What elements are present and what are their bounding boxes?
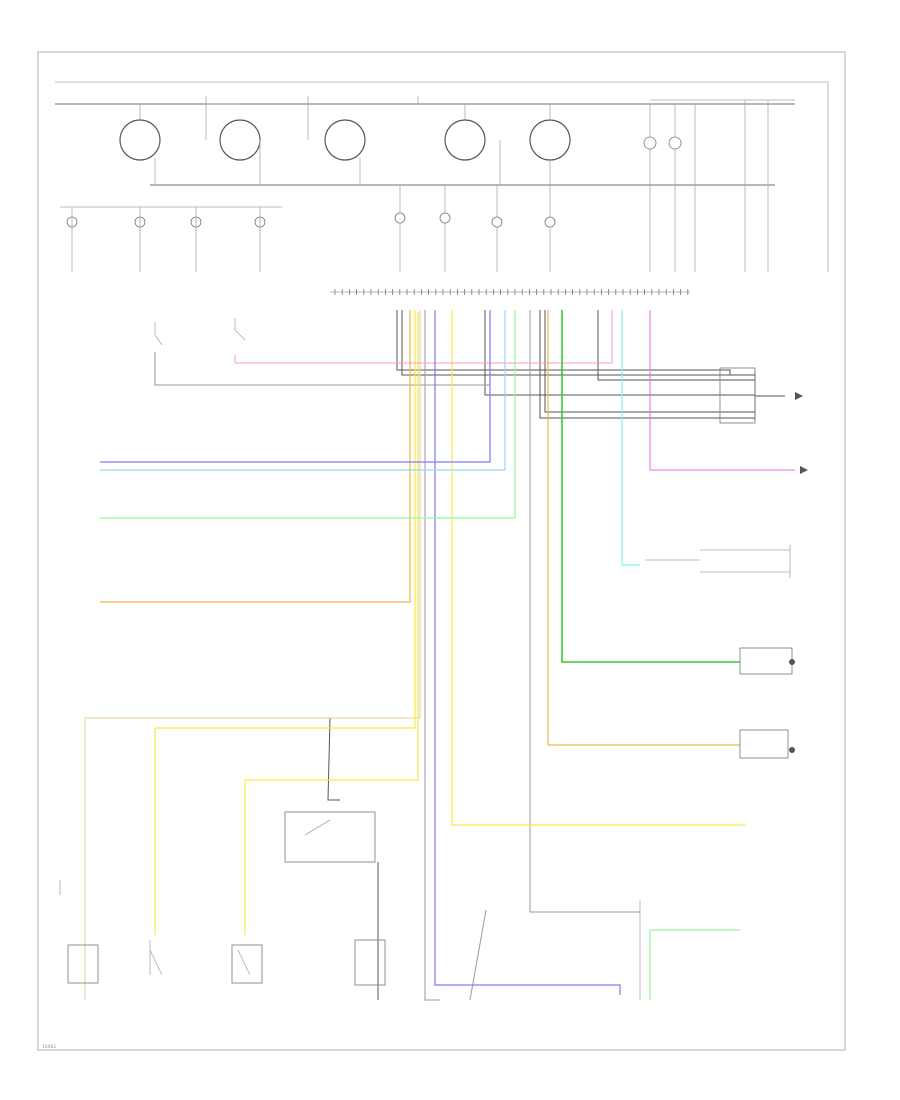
light-blue-wire [100, 310, 506, 471]
seat-belt-switch-icon [231, 944, 263, 984]
tan-wire [84, 310, 421, 1000]
engine-coolant-temp-sensor-icon [739, 647, 793, 675]
dark-blue-wires [100, 310, 621, 995]
cluster-connector-icon [330, 289, 690, 295]
park-brake-switch-icon [154, 322, 163, 346]
ignition-switch-icon [284, 811, 376, 863]
ect-sensor-ground-icon [789, 659, 795, 665]
light-green-wires [100, 310, 740, 1000]
voltmeter-gauge-icon [529, 104, 571, 185]
pink-wire [234, 310, 613, 364]
dark-green-wire [561, 310, 740, 663]
yellow-wires [154, 310, 745, 935]
orange-wires [100, 310, 740, 746]
footer-code-label: 16081 [42, 1044, 56, 1050]
cyan-wire [621, 310, 640, 566]
oil-sender-ground-icon [789, 747, 795, 753]
vehicle-speed-sensor-connector-icon [645, 545, 791, 578]
low-brake-fluid-switch-icon [234, 318, 246, 341]
gray-wires [154, 310, 640, 1001]
cluster-lamp-1-indicator-bulb-icon [643, 136, 657, 150]
indicator-8-indicator-bulb-icon [544, 216, 556, 228]
black-wires [327, 310, 785, 1000]
fluid-level-switch-icon [149, 940, 163, 976]
oil-pressure-gauge-icon [417, 96, 501, 185]
coolant-temp-gauge-icon [205, 96, 261, 185]
indicator-5-indicator-bulb-icon [394, 212, 406, 224]
wire-harness [84, 310, 795, 1001]
cluster-lamp-bulbs [643, 100, 769, 272]
coolant-temp-sender-icon [67, 944, 99, 984]
brake-warning-switch-icon [354, 939, 386, 986]
cluster-lamp-2-indicator-bulb-icon [668, 136, 682, 150]
abs-module-connector-icon [719, 367, 756, 424]
left-indicator-bulbs [66, 207, 266, 272]
diagram-frame [37, 51, 846, 1051]
indicator-6-indicator-bulb-icon [439, 212, 451, 224]
ground-icon [795, 392, 803, 400]
instrument-cluster [55, 81, 829, 272]
magenta-wire [649, 310, 795, 471]
indicator-7-indicator-bulb-icon [491, 216, 503, 228]
center-indicator-bulbs [394, 185, 556, 272]
fuel-gauge-icon [307, 96, 366, 185]
speedometer-gauge-icon [119, 104, 161, 185]
oil-pressure-sender-icon [739, 729, 789, 759]
right-turn-ground-icon [800, 466, 808, 474]
components [59, 318, 808, 1000]
